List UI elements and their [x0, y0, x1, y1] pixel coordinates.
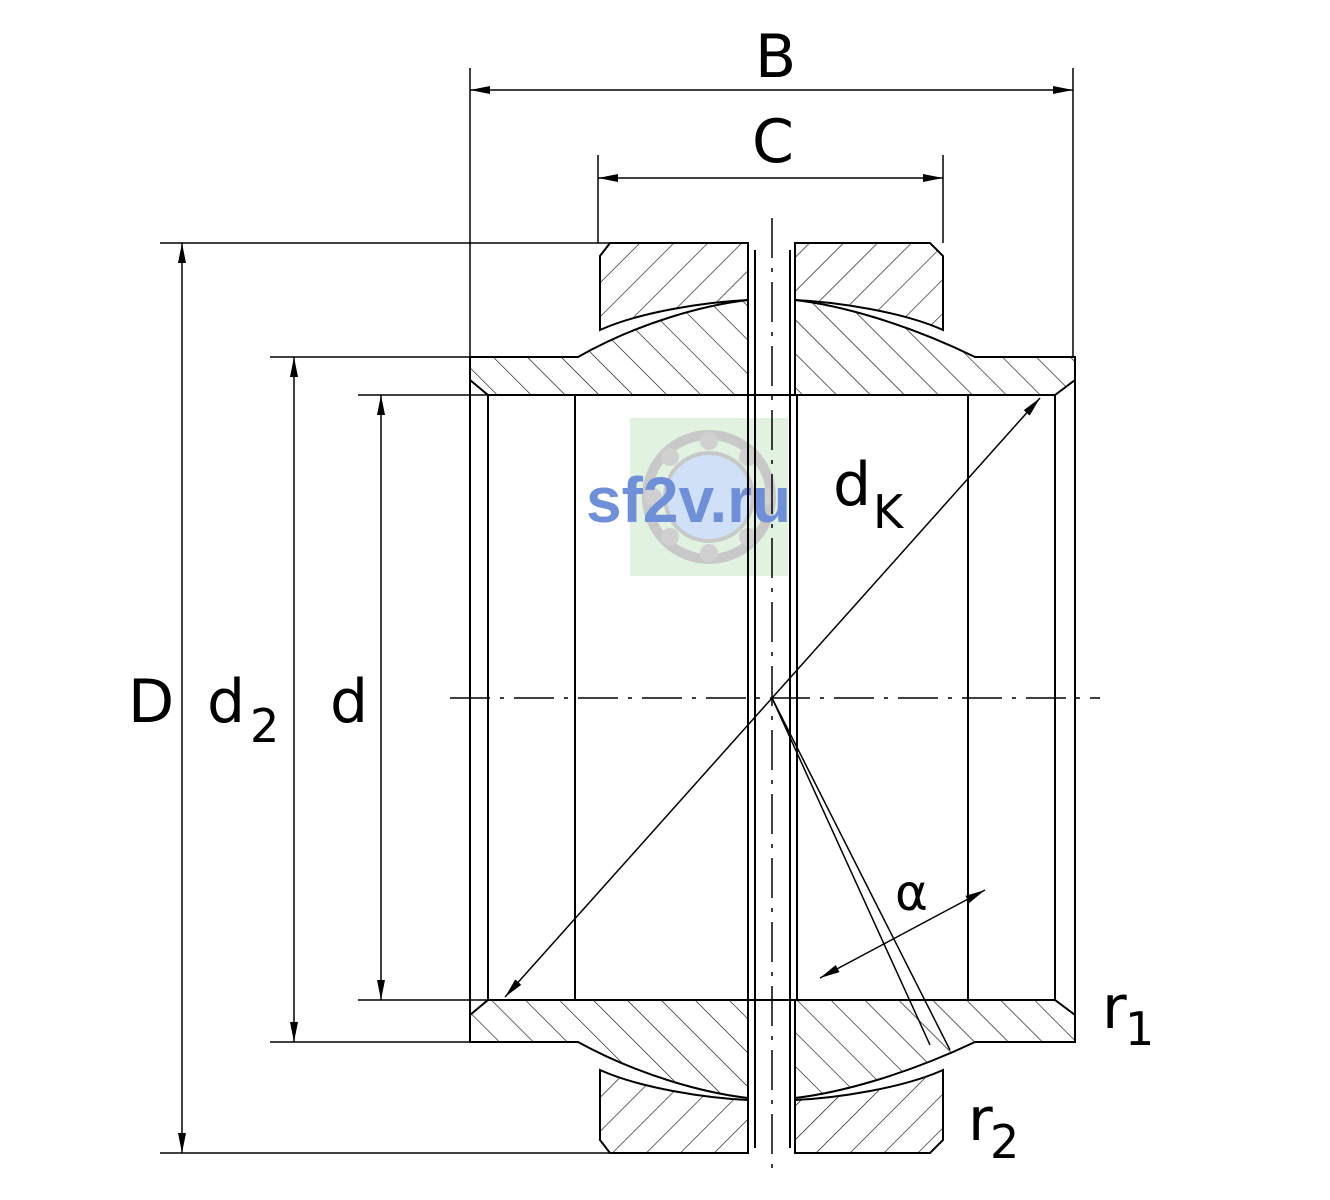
label-C: C	[752, 107, 794, 177]
outer-ring-bottom	[599, 1068, 944, 1154]
inner-ring-bottom	[469, 999, 1076, 1100]
dimension-alpha	[819, 889, 986, 979]
watermark: sf2v.ru	[586, 418, 791, 576]
label-r2-sub: 2	[990, 1115, 1019, 1169]
dimension-lines	[178, 86, 1073, 1153]
label-d: d	[330, 667, 368, 737]
labels: B C D d 2 d d K α r 1 r 2	[128, 22, 1154, 1169]
watermark-text: sf2v.ru	[586, 464, 791, 536]
label-r1-main: r	[1102, 973, 1127, 1043]
extension-lines	[160, 68, 1074, 1154]
tilt-line-1	[771, 697, 951, 1051]
label-alpha: α	[895, 864, 928, 922]
label-dk-main: d	[833, 450, 871, 520]
tilt-line-2	[771, 697, 931, 1046]
label-r1-sub: 1	[1125, 1002, 1154, 1056]
dimension-dk	[504, 397, 1041, 998]
label-dk-sub: K	[873, 485, 905, 539]
label-r2-main: r	[968, 1085, 993, 1155]
outer-ring-top	[599, 242, 944, 332]
label-d2-main: d	[207, 667, 245, 737]
label-d2-sub: 2	[250, 699, 279, 753]
inner-ring-top	[469, 298, 1076, 396]
label-D: D	[128, 667, 174, 737]
label-B: B	[755, 22, 796, 92]
